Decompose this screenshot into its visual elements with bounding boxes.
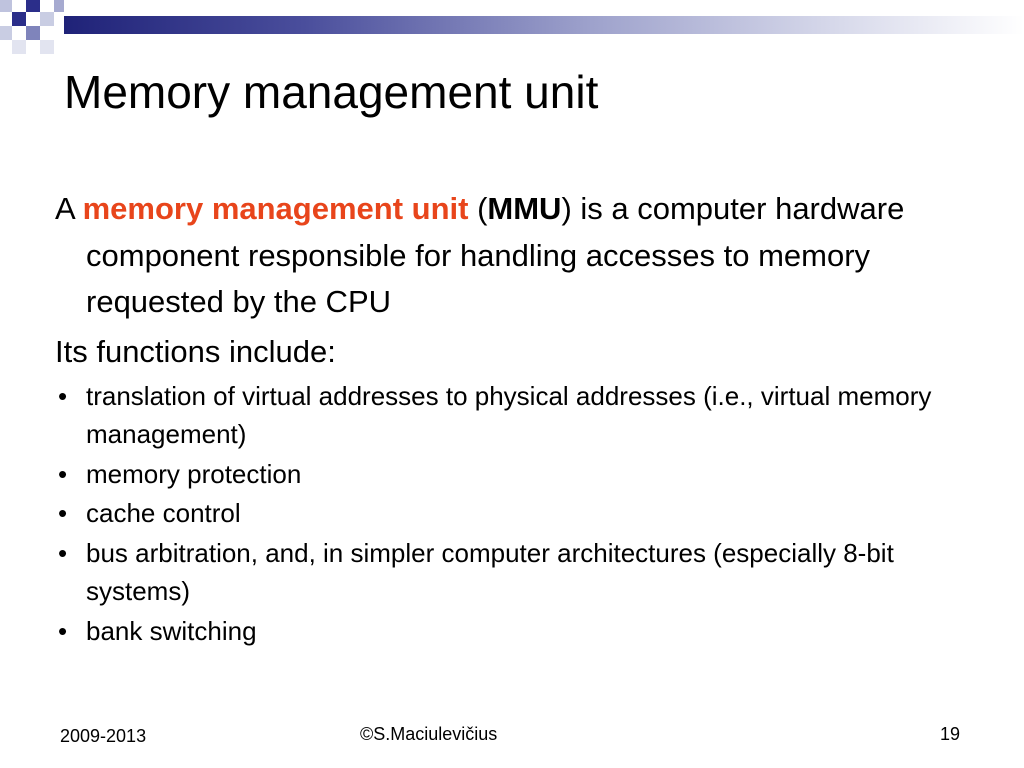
definition-prefix: A xyxy=(55,191,83,226)
title-gradient-bar xyxy=(64,16,1024,34)
decor-square xyxy=(40,40,54,54)
bullet-icon: • xyxy=(58,537,68,568)
list-item: • bus arbitration, and, in simpler comput… xyxy=(55,534,975,611)
list-item: • cache control xyxy=(55,494,975,532)
bullet-icon: • xyxy=(58,498,68,529)
slide-title: Memory management unit xyxy=(64,66,599,118)
decor-square xyxy=(26,0,40,12)
list-item: • translation of virtual addresses to phy… xyxy=(55,377,975,454)
functions-list: • translation of virtual addresses to phy… xyxy=(55,377,975,650)
footer-years: 2009-2013 xyxy=(60,726,147,746)
decor-square xyxy=(0,26,12,40)
list-item-text: memory protection xyxy=(86,458,302,489)
list-item-text: translation of virtual addresses to phys… xyxy=(86,380,932,450)
functions-intro: Its functions include: xyxy=(55,333,336,369)
bullet-icon: • xyxy=(58,615,68,646)
list-item-text: bank switching xyxy=(86,615,257,646)
decor-square xyxy=(12,12,26,26)
abbreviation: MMU xyxy=(487,191,562,226)
definition-open-paren: ( xyxy=(468,191,488,226)
definition-paragraph: A memory management unit (MMU) is a comp… xyxy=(55,186,975,326)
footer-copyright: ©S.Maciulevičius xyxy=(360,724,498,744)
decor-square xyxy=(26,26,40,40)
decor-square xyxy=(12,40,26,54)
slide-body: A memory management unit (MMU) is a comp… xyxy=(55,186,975,651)
list-item-text: bus arbitration, and, in simpler compute… xyxy=(86,537,894,607)
highlighted-term: memory management unit xyxy=(82,191,469,226)
bullet-icon: • xyxy=(58,380,68,411)
bullet-icon: • xyxy=(58,458,68,489)
list-item-text: cache control xyxy=(86,498,241,529)
page-number: 19 xyxy=(940,724,961,744)
decor-square xyxy=(54,0,64,12)
definition-rest: ) is a computer hardware component respo… xyxy=(86,191,905,319)
decor-square xyxy=(40,12,54,26)
decor-square xyxy=(0,0,12,12)
list-item: • memory protection xyxy=(55,455,975,493)
list-item: • bank switching xyxy=(55,612,975,650)
